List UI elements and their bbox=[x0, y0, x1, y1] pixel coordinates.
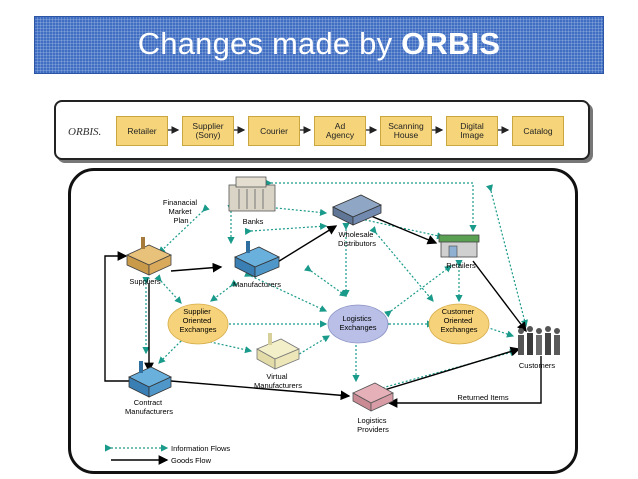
orbis-flow-panel: ORBIS. Retailer Supplier (Sony) Courier … bbox=[54, 100, 590, 160]
step-scanning-house: Scanning House bbox=[380, 116, 432, 146]
goods-flows bbox=[104, 215, 542, 408]
legend-goods-label: Goods Flow bbox=[171, 456, 212, 465]
suppliers-icon bbox=[126, 237, 172, 276]
logistics-exchanges: Logistics Exchanges bbox=[327, 304, 389, 344]
step-digital-image: Digital Image bbox=[446, 116, 498, 146]
virtual-manufacturers-icon bbox=[256, 333, 300, 370]
svg-text:Customer Oriented: Customer Oriented Exchanges bbox=[440, 307, 477, 334]
suppliers-label: Suppliers bbox=[129, 277, 161, 286]
customers-label: Customers bbox=[519, 361, 556, 370]
customer-oriented-exchanges: Customer Oriented Exchanges bbox=[428, 303, 490, 345]
svg-text:Logistics Exchanges: Logistics Exchanges bbox=[339, 314, 376, 332]
step-retailer: Retailer bbox=[116, 116, 168, 146]
logistics-providers-label: Logistics Providers bbox=[357, 416, 389, 434]
diagram-canvas: Banks Finanacial Market Plan Wholesale D… bbox=[104, 176, 560, 465]
step-ad-agency: Ad Agency bbox=[314, 116, 366, 146]
financial-market-plan-label: Finanacial Market Plan bbox=[163, 198, 199, 225]
contract-manufacturers-label: Contract Manufacturers bbox=[125, 398, 173, 416]
step-courier: Courier bbox=[248, 116, 300, 146]
legend: Information Flows Goods Flow bbox=[105, 444, 230, 465]
wholesale-distributors-icon bbox=[332, 194, 382, 226]
svg-text:Supplier Oriented: Supplier Oriented Exchanges bbox=[179, 307, 216, 334]
flow-arrows bbox=[166, 126, 510, 134]
step-catalog: Catalog bbox=[512, 116, 564, 146]
retailers-label: Retailers bbox=[446, 261, 476, 270]
orbis-logo: ORBIS. bbox=[68, 126, 102, 138]
banks-icon bbox=[228, 176, 276, 212]
information-flows bbox=[142, 179, 528, 397]
wholesale-distributors-label: Wholesale Distributors bbox=[338, 230, 376, 248]
slide-title: Changes made by ORBIS bbox=[137, 26, 501, 61]
manufacturers-icon bbox=[234, 241, 280, 278]
banks-label: Banks bbox=[243, 217, 264, 226]
supply-chain-diagram: Banks Finanacial Market Plan Wholesale D… bbox=[68, 168, 578, 474]
contract-manufacturers-icon bbox=[128, 361, 172, 398]
step-supplier: Supplier (Sony) bbox=[182, 116, 234, 146]
logistics-providers-icon bbox=[352, 382, 394, 412]
legend-info-label: Information Flows bbox=[171, 444, 230, 453]
virtual-manufacturers-label: Virtual Manufacturers bbox=[254, 372, 302, 390]
customers-icon bbox=[518, 326, 560, 355]
manufacturers-label: Manufacturers bbox=[233, 280, 281, 289]
retailers-icon bbox=[438, 234, 480, 258]
returned-items-label: Returned Items bbox=[457, 393, 509, 402]
title-banner: Changes made by ORBIS bbox=[34, 16, 604, 74]
supplier-oriented-exchanges: Supplier Oriented Exchanges bbox=[167, 303, 229, 345]
